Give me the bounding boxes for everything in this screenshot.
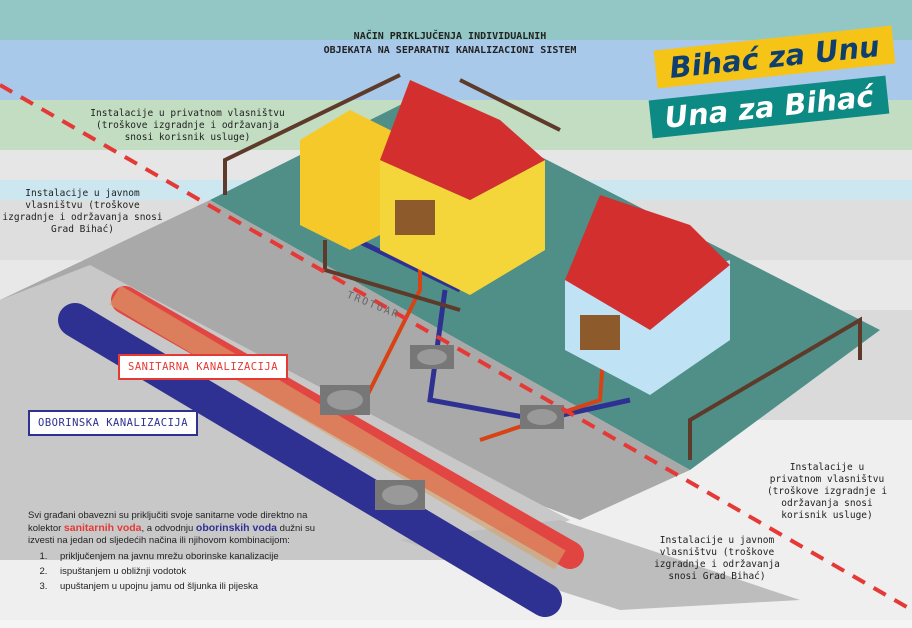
fence (223, 73, 401, 195)
label-private-right: Instalacije u privatnom vlasništvu (troš… (766, 462, 888, 521)
sidewalk (0, 200, 690, 520)
storm-sewer-tag: OBORINSKA KANALIZACIJA (28, 410, 199, 436)
label-private-top: Instalacije u privatnom vlasništvu (troš… (90, 108, 285, 143)
list-item: priključenjem na javnu mrežu oborinske k… (50, 551, 328, 563)
house-2-roof (565, 195, 730, 330)
sanitary-sewer-tag: SANITARNA KANALIZACIJA (118, 354, 289, 380)
list-item: upuštanjem u upojnu jamu od šljunka ili … (50, 581, 328, 593)
ownership-boundary (0, 83, 912, 612)
garage (300, 110, 400, 250)
info-note: Svi građani obavezni su priključiti svoj… (28, 510, 328, 596)
house-1-walls (380, 160, 545, 295)
house-1-roof (380, 80, 545, 200)
list-item: ispuštanjem u obližnji vodotok (50, 566, 328, 578)
label-public-bottom: Instalacije u javnom vlasništvu (troškov… (654, 535, 780, 582)
label-public-left: Instalacije u javnom vlasništvu (troškov… (2, 188, 163, 235)
